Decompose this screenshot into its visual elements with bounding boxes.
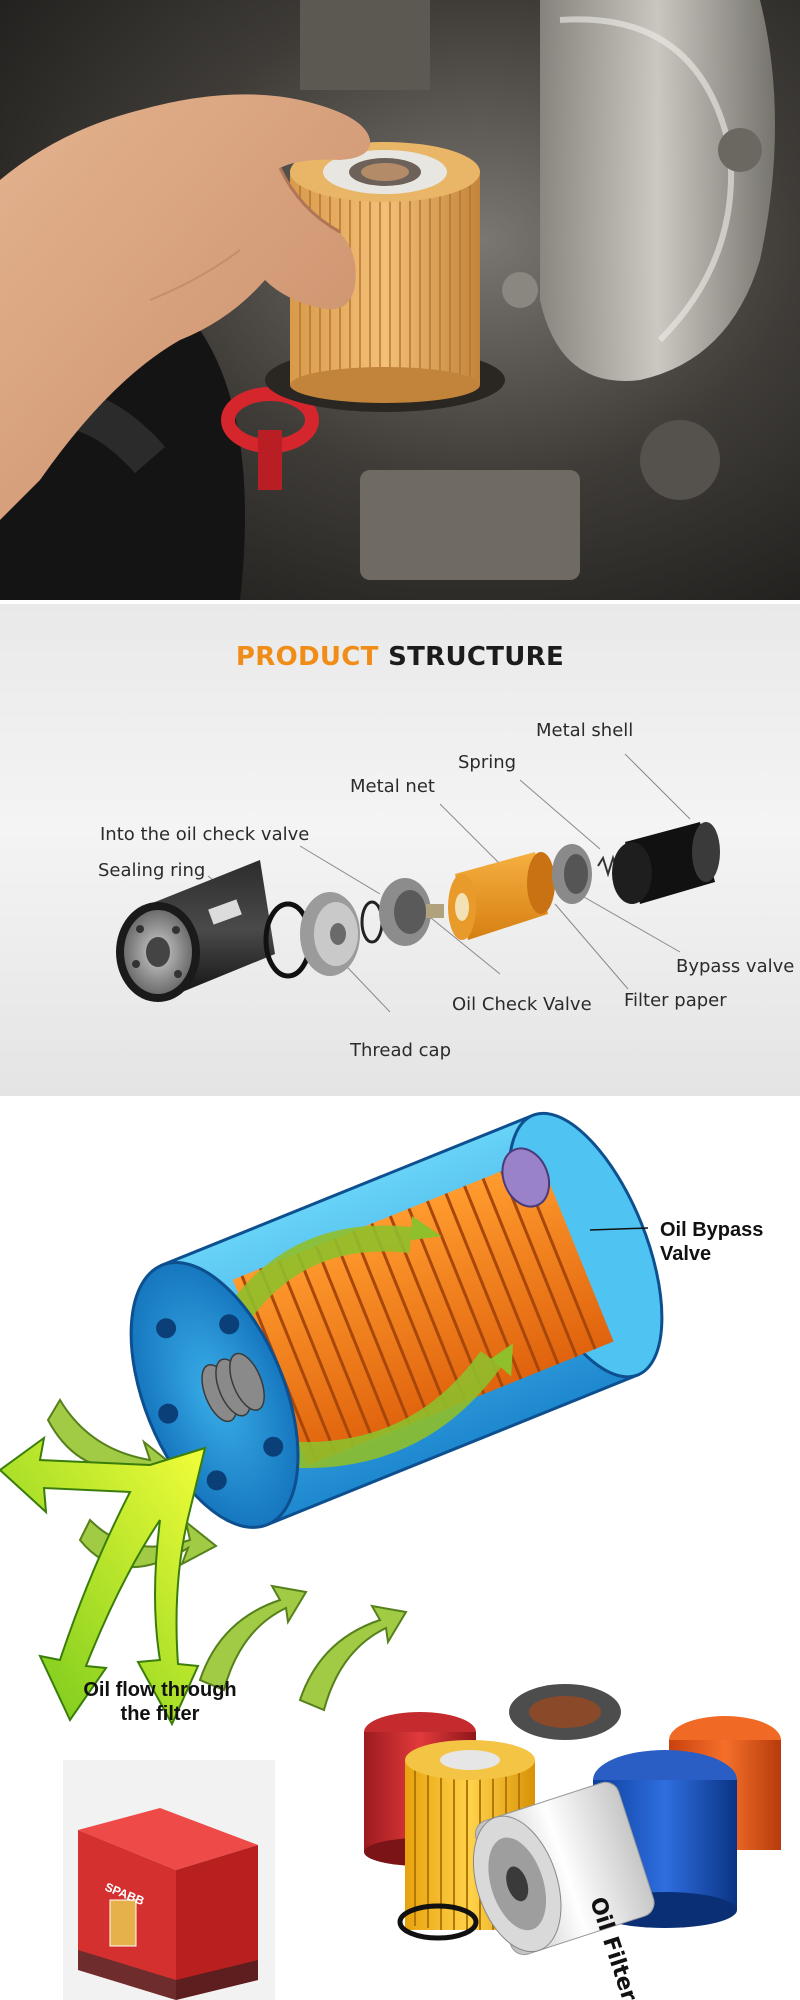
label-oil-flow-line-1: Oil flow through — [83, 1679, 237, 1701]
oil-check-valve-part — [379, 878, 444, 946]
product-lineup: Oil Filter — [364, 1684, 781, 2000]
product-structure-title: PRODUCT STRUCTURE — [0, 642, 800, 672]
label-filter-paper: Filter paper — [624, 990, 727, 1011]
engine-photo-illustration — [0, 0, 800, 600]
metal-shell-part — [612, 822, 720, 904]
outflow-arrows — [0, 1435, 207, 1727]
product-structure-section: PRODUCT STRUCTURE — [0, 604, 800, 1096]
product-box: SPABB — [63, 1760, 275, 2000]
label-thread-cap: Thread cap — [350, 1040, 452, 1061]
filter-canister — [116, 860, 275, 1002]
label-metal-shell: Metal shell — [536, 720, 634, 741]
label-oil-bypass-valve-line-1: Oil Bypass — [660, 1219, 764, 1241]
oil-flow-diagram: Oil Filter SPABB — [0, 1111, 781, 2000]
engine-photo — [0, 0, 800, 600]
label-oil-flow: Oil flow through the filter — [80, 1678, 240, 1726]
title-rest-word: STRUCTURE — [388, 642, 565, 672]
label-oil-bypass-valve: Oil Bypass Valve — [660, 1218, 763, 1266]
label-bypass-valve: Bypass valve — [676, 956, 795, 977]
filter-paper-part — [448, 852, 555, 940]
title-accent-word: PRODUCT — [235, 642, 379, 672]
label-metal-net: Metal net — [350, 776, 435, 797]
oil-flow-section: Oil Filter SPABB Oil Bypass Valve Oil fl… — [0, 1100, 800, 2000]
label-into-oil-check-valve: Into the oil check valve — [100, 824, 310, 845]
exploded-view-diagram — [116, 753, 720, 1013]
label-spring: Spring — [458, 752, 517, 773]
label-oil-bypass-valve-line-2: Valve — [660, 1243, 712, 1265]
thread-cap-part — [300, 892, 360, 976]
label-oil-check-valve: Oil Check Valve — [452, 994, 592, 1015]
label-sealing-ring: Sealing ring — [98, 860, 206, 881]
label-oil-flow-line-2: the filter — [120, 1703, 200, 1725]
